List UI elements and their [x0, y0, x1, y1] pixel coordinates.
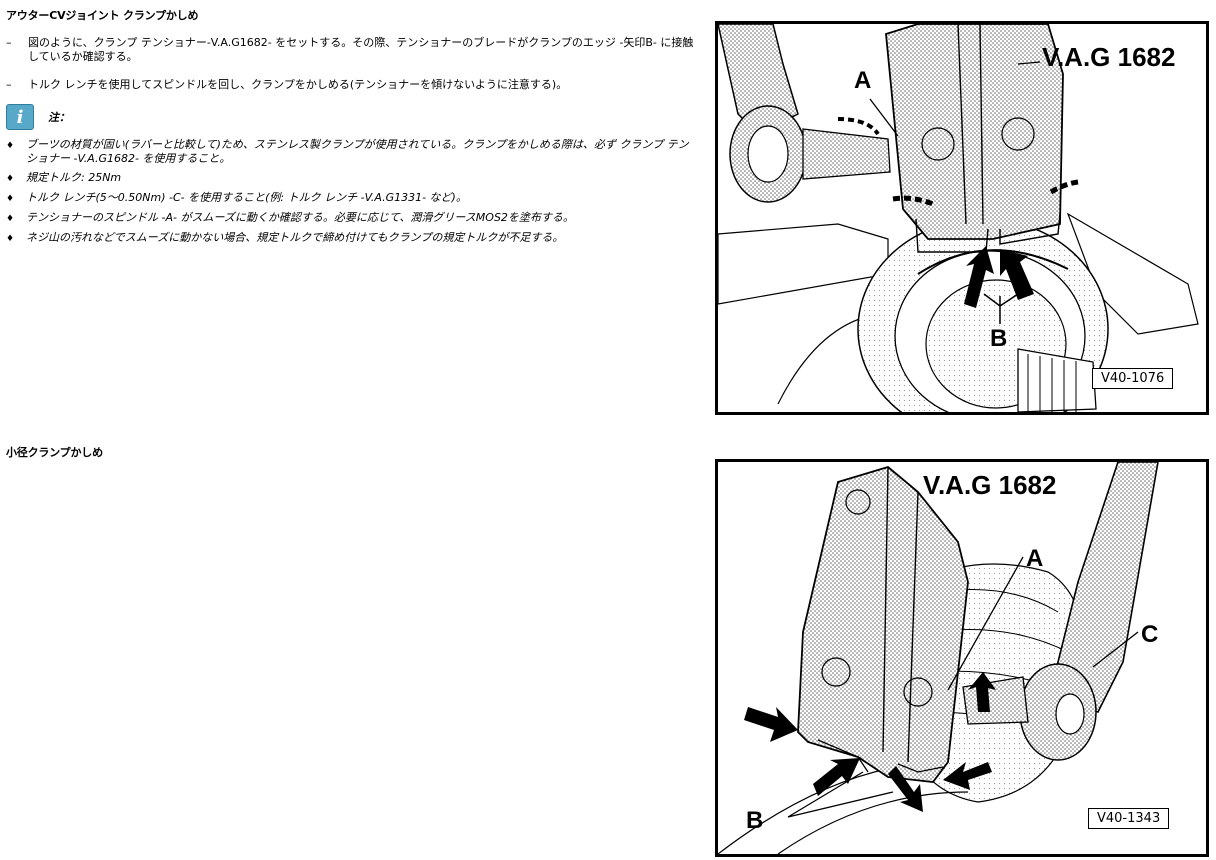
figure-id: V40-1343	[1088, 808, 1170, 829]
bullet-icon: ♦	[6, 141, 15, 151]
figure-small-clamp: V.A.G 1682 A C B V40-1343	[715, 459, 1209, 857]
note-label: 注：	[48, 111, 70, 124]
info-icon: i	[6, 104, 34, 130]
step-text: 図のように、クランプ テンショナー-V.A.G1682- をセットする。その際、…	[28, 36, 694, 63]
note-item: ♦ トルク レンチ(5～0.50Nm) -C- を使用すること(例: トルク レン…	[6, 191, 696, 206]
note-text: ブーツの材質が固い(ラバーと比較して)ため、ステンレス製クランプが使用されている…	[26, 138, 689, 165]
step-marker: –	[6, 36, 12, 49]
tool-label: V.A.G 1682	[923, 470, 1056, 500]
callout-b: B	[746, 807, 763, 834]
callout-c: C	[1141, 621, 1158, 648]
note-item: ♦ テンショナーのスピンドル -A- がスムーズに動くか確認する。必要に応じて、潤…	[6, 211, 696, 226]
bullet-icon: ♦	[6, 174, 15, 184]
note-text: テンショナーのスピンドル -A- がスムーズに動くか確認する。必要に応じて、潤滑…	[26, 211, 574, 224]
bullet-icon: ♦	[6, 234, 15, 244]
section1-title: アウターCVジョイント クランプかしめ	[6, 9, 199, 22]
callout-a: A	[1026, 545, 1043, 572]
note-item: ♦ ブーツの材質が固い(ラバーと比較して)ため、ステンレス製クランプが使用されてい…	[6, 138, 696, 166]
bullet-icon: ♦	[6, 214, 15, 224]
note-header: i 注：	[6, 104, 70, 130]
note-list: ♦ ブーツの材質が固い(ラバーと比較して)ため、ステンレス製クランプが使用されてい…	[6, 138, 696, 251]
step-1: – 図のように、クランプ テンショナー-V.A.G1682- をセットする。その…	[6, 36, 696, 64]
note-text: トルク レンチ(5～0.50Nm) -C- を使用すること(例: トルク レンチ…	[26, 191, 467, 204]
figure-id: V40-1076	[1092, 368, 1174, 389]
figure-outer-cv-clamp: V.A.G 1682 A B V40-1076	[715, 21, 1209, 415]
callout-a: A	[854, 67, 871, 94]
bullet-icon: ♦	[6, 194, 15, 204]
callout-b: B	[990, 325, 1007, 352]
note-text: 規定トルク: 25Nm	[26, 171, 122, 184]
note-item: ♦ ネジ山の汚れなどでスムーズに動かない場合、規定トルクで締め付けてもクランプの規…	[6, 231, 696, 246]
note-text: ネジ山の汚れなどでスムーズに動かない場合、規定トルクで締め付けてもクランプの規定…	[26, 231, 564, 244]
section2-title: 小径クランプかしめ	[6, 446, 103, 459]
step-2: – トルク レンチを使用してスピンドルを回し、クランプをかしめる(テンショナーを…	[6, 78, 696, 92]
note-item: ♦ 規定トルク: 25Nm	[6, 171, 696, 186]
illustration-small-clamp: V.A.G 1682 A C B	[718, 462, 1159, 854]
tool-label: V.A.G 1682	[1042, 42, 1175, 72]
illustration-clamp-tensioner: V.A.G 1682 A B	[718, 24, 1199, 412]
step-text: トルク レンチを使用してスピンドルを回し、クランプをかしめる(テンショナーを傾け…	[28, 78, 568, 91]
step-marker: –	[6, 78, 12, 91]
